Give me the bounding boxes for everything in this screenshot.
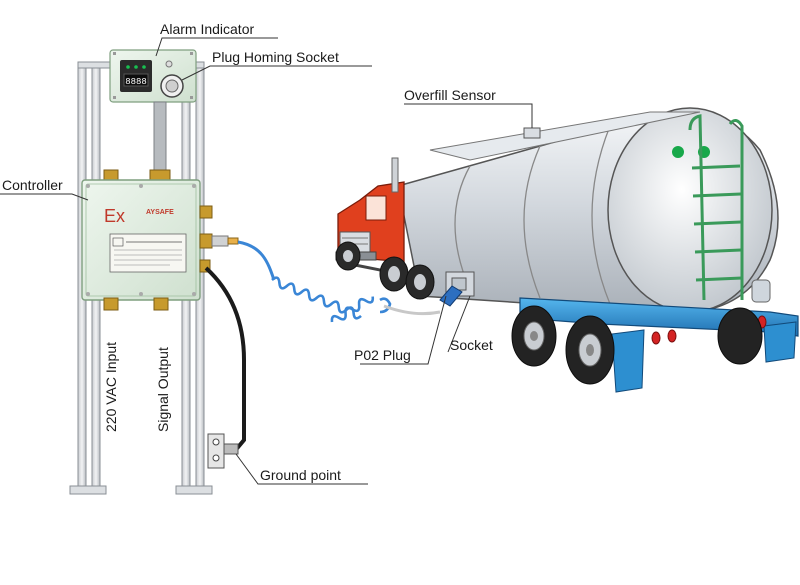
ground-cable (204, 266, 246, 454)
brand-mark: AYSAFE (146, 209, 174, 216)
callout-lines (0, 37, 533, 485)
ex-mark: Ex (104, 206, 125, 226)
label-p02-plug: P02 Plug (354, 347, 411, 363)
label-controller: Controller (2, 177, 63, 193)
label-ground-point: Ground point (260, 467, 341, 483)
overfill-sensor (523, 127, 541, 139)
alarm-digits: 8888 (125, 77, 147, 87)
plug-lead (383, 304, 441, 316)
label-signal-output: Signal Output (155, 347, 171, 432)
coiled-cable (271, 276, 392, 323)
label-plug-homing-socket: Plug Homing Socket (212, 49, 339, 65)
conduit (153, 101, 167, 179)
ground-clamp (207, 433, 239, 469)
controller-box: Ex AYSAFE (81, 169, 239, 311)
cable-lead (237, 240, 276, 281)
nameplate (109, 233, 187, 273)
label-220-vac-input: 220 VAC Input (103, 342, 119, 432)
tanker-truck (335, 107, 799, 393)
label-overfill-sensor: Overfill Sensor (404, 87, 496, 103)
label-socket: Socket (450, 337, 493, 353)
alarm-indicator-box: 8888 (109, 49, 197, 103)
label-alarm-indicator: Alarm Indicator (160, 21, 254, 37)
